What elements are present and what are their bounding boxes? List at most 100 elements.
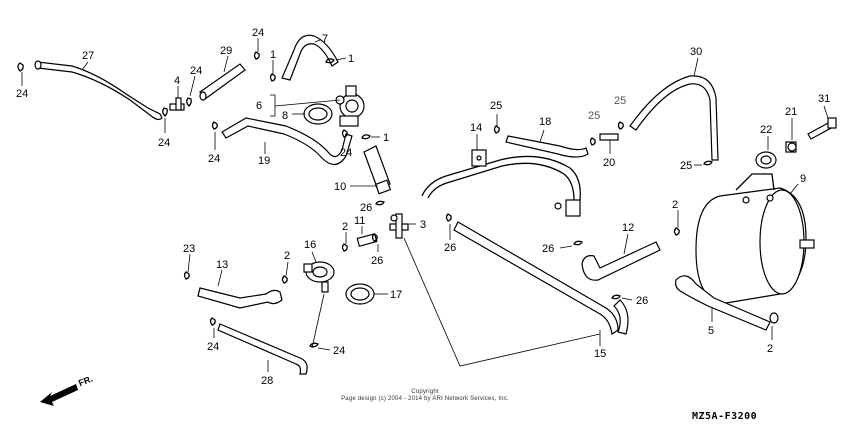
callout-12: 12 [622,222,634,234]
clip-24c [186,75,196,107]
callout-24: 24 [333,345,345,357]
tee-3 [389,213,416,239]
hose-10 [350,145,392,195]
clip-2c [769,312,779,340]
front-arrow-icon [40,384,78,406]
callout-26: 26 [444,242,456,254]
callout-1: 1 [270,49,276,61]
callout-25: 25 [490,100,502,112]
callout-28: 28 [261,375,273,387]
callout-19: 19 [258,155,270,167]
callout-24: 24 [190,65,202,77]
hose-12 [581,233,661,281]
callout-17: 17 [390,289,402,301]
callout-3: 3 [420,219,426,231]
callout-5: 5 [708,325,714,337]
callout-25: 25 [680,160,692,172]
callout-26: 26 [360,202,372,214]
clip-24d [253,38,260,60]
callout-2: 2 [672,199,678,211]
hose-19 [221,117,353,166]
callout-7: 7 [322,33,328,45]
clip-1b [325,57,347,64]
callout-21: 21 [785,106,797,118]
hose-13 [197,269,283,309]
clip-24h [309,342,331,351]
callout-1: 1 [348,53,354,65]
diagram-code: MZ5A-F3200 [692,411,758,422]
clip-24g [209,317,216,338]
callout-1: 1 [383,132,389,144]
callout-26: 26 [542,243,554,255]
valve-6 [335,85,365,127]
callout-14: 14 [470,122,482,134]
clip-25d [694,160,713,166]
breather-tube-14 [421,134,581,217]
clip-24b [162,107,168,133]
clip-26e [611,294,633,301]
callout-20: 20 [603,157,615,169]
grommet-22 [755,136,777,169]
callout-31: 31 [818,93,830,105]
callout-23: 23 [183,243,195,255]
cap-21 [785,118,797,153]
hose-11 [356,226,378,247]
clip-25a [493,114,500,134]
fitting-20 [599,133,619,154]
callout-24: 24 [16,88,28,100]
callout-9: 9 [800,173,806,185]
callout-22: 22 [760,124,772,136]
hose-30 [629,57,719,161]
clip-24f [341,129,348,138]
fitting-4 [169,86,185,111]
callout-13: 13 [216,259,228,271]
clip-23 [183,253,191,280]
callout-15: 15 [594,348,606,360]
clip-2d [281,261,289,284]
callout-24: 24 [208,153,220,165]
clip-24e [211,121,218,150]
callout-16: 16 [304,239,316,251]
copyright-line-1: Copyright [411,389,439,395]
clamp-17 [345,283,388,305]
callout-2: 2 [342,221,348,233]
hose-29 [199,55,246,101]
callout-11: 11 [354,215,365,227]
callout-26: 26 [636,295,648,307]
callout-24: 24 [207,341,219,353]
clip-1c [361,134,380,140]
callout-29: 29 [220,45,232,57]
bolt-31 [807,105,837,140]
callout-4: 4 [174,75,180,87]
hose-5 [675,275,771,331]
callout-24: 24 [252,27,264,39]
clip-2a [341,232,348,252]
hose-27 [34,60,163,121]
callout-2: 2 [767,343,773,355]
callout-25: 25 [588,110,600,122]
callout-24: 24 [158,137,170,149]
clip-2b [673,210,680,236]
clip-1a [269,60,276,82]
clip-24a [17,62,24,86]
clip-25b [589,137,596,146]
callout-27: 27 [82,50,94,62]
clamp-8 [303,103,333,125]
callout-26: 26 [371,255,383,267]
callout-8: 8 [282,110,288,122]
hose-7 [281,34,339,81]
callout-2: 2 [284,250,290,262]
callout-10: 10 [334,181,346,193]
copyright-line-2: Page design (c) 2004 - 2014 by ARI Netwo… [341,396,509,402]
callout-24: 24 [340,147,352,159]
clip-26a [375,200,385,206]
clip-26d [445,213,452,240]
canister-9 [695,173,815,305]
clip-26c [559,240,583,249]
valve-16 [303,251,335,293]
callout-30: 30 [690,46,702,58]
hose-15 [453,221,629,346]
callout-6: 6 [256,100,262,112]
callout-18: 18 [539,116,551,128]
